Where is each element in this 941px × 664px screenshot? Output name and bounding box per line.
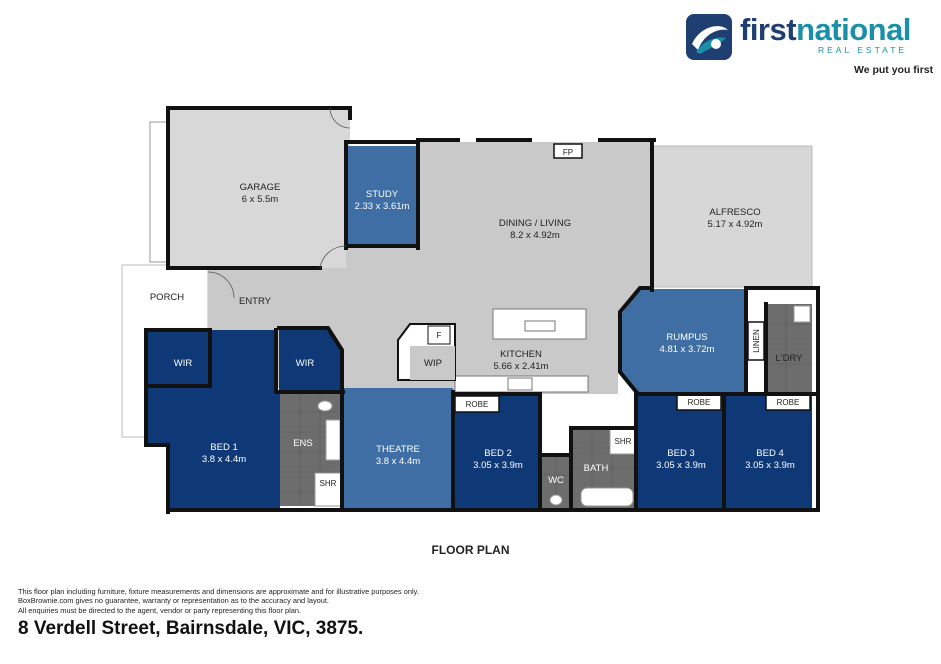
bed2-dims: 3.05 x 3.9m — [473, 460, 523, 471]
rumpus-dims: 4.81 x 3.72m — [660, 344, 715, 355]
fireplace — [553, 143, 583, 159]
kitchen-name: KITCHEN — [500, 349, 542, 360]
door-arcs — [207, 107, 351, 299]
disclaimer: This floor plan including furniture, fix… — [18, 587, 419, 615]
study-room — [347, 146, 417, 246]
bed3-dims: 3.05 x 3.9m — [656, 460, 706, 471]
ens-toilet-icon — [317, 400, 333, 412]
disclaimer-line: This floor plan including furniture, fix… — [18, 587, 419, 596]
bed1-dims: 3.8 x 4.4m — [202, 454, 246, 465]
garage-name: GARAGE — [240, 182, 281, 193]
garage-dims: 6 x 5.5m — [242, 194, 279, 205]
alfresco-dims: 5.17 x 4.92m — [708, 219, 763, 230]
fridge-box — [427, 325, 451, 345]
theatre-dims: 3.8 x 4.4m — [376, 456, 420, 467]
dining-living-name: DINING / LIVING — [499, 218, 571, 229]
laundry-tub — [793, 305, 811, 323]
brand-subtitle: REAL ESTATE — [818, 45, 908, 55]
wc-name: WC — [548, 475, 564, 486]
fridge-label: F — [437, 331, 442, 340]
wip-floor — [410, 346, 455, 380]
entry-floor — [208, 268, 348, 328]
bath-shr-label: SHR — [615, 437, 632, 446]
rumpus-name: RUMPUS — [666, 332, 707, 343]
kitchen-sink — [524, 320, 556, 332]
ens-vanity — [325, 419, 341, 461]
bed4-robe-label: ROBE — [777, 398, 800, 407]
alfresco-name: ALFRESCO — [709, 207, 760, 218]
brand-name-second: national — [796, 12, 911, 47]
wip-name: WIP — [424, 358, 442, 369]
linen-label: LINEN — [752, 329, 761, 353]
bed1-name: BED 1 — [210, 442, 237, 453]
bed3-room — [638, 394, 724, 508]
floor-plan: GARAGE 6 x 5.5m STUDY 2.33 x 3.61m DININ… — [121, 106, 820, 514]
ens-name: ENS — [293, 438, 313, 449]
disclaimer-line: BoxBrownie.com gives no guarantee, warra… — [18, 596, 329, 606]
alfresco-area — [651, 145, 813, 288]
fp-label: FP — [563, 148, 573, 157]
disclaimer-line: All enquiries must be directed to the ag… — [18, 605, 302, 615]
brand-name-first: first — [740, 12, 797, 47]
wir-right-room — [279, 328, 340, 390]
brand-tagline: We put you first — [854, 64, 934, 76]
cooktop — [507, 377, 533, 391]
entry-name: ENTRY — [239, 296, 272, 307]
porch-name: PORCH — [150, 292, 184, 303]
kitchen-dims: 5.66 x 2.41m — [494, 361, 549, 372]
ens-shower — [314, 472, 342, 507]
laundry-name: L'DRY — [776, 353, 804, 364]
property-address: 8 Verdell Street, Bairnsdale, VIC, 3875. — [18, 618, 364, 639]
wc-toilet-icon — [549, 494, 563, 506]
bed3-robe-label: ROBE — [688, 398, 711, 407]
bed4-dims: 3.05 x 3.9m — [745, 460, 795, 471]
bed3-name: BED 3 — [667, 448, 694, 459]
brand-logo: firstnational REAL ESTATE We put you fir… — [686, 12, 934, 80]
garage-floor — [168, 108, 350, 268]
bed2-name: BED 2 — [484, 448, 511, 459]
theatre-room — [343, 388, 453, 508]
study-dims: 2.33 x 3.61m — [355, 201, 410, 212]
bed4-room — [726, 394, 812, 508]
rumpus-room — [620, 289, 746, 392]
theatre-name: THEATRE — [376, 444, 420, 455]
bed2-room — [455, 396, 539, 508]
bed2-robe-label: ROBE — [466, 400, 489, 409]
first-national-icon — [686, 14, 732, 60]
bathtub — [580, 487, 634, 507]
wir-right-name: WIR — [296, 358, 315, 369]
dining-living-dims: 8.2 x 4.92m — [510, 230, 560, 241]
bed4-name: BED 4 — [756, 448, 783, 459]
ens-shr-label: SHR — [320, 479, 337, 488]
plan-title: FLOOR PLAN — [431, 543, 510, 557]
bath-name: BATH — [584, 463, 609, 474]
study-name: STUDY — [366, 189, 399, 200]
bed1-room — [146, 330, 280, 508]
walls — [144, 106, 820, 514]
wir-left-name: WIR — [174, 358, 193, 369]
